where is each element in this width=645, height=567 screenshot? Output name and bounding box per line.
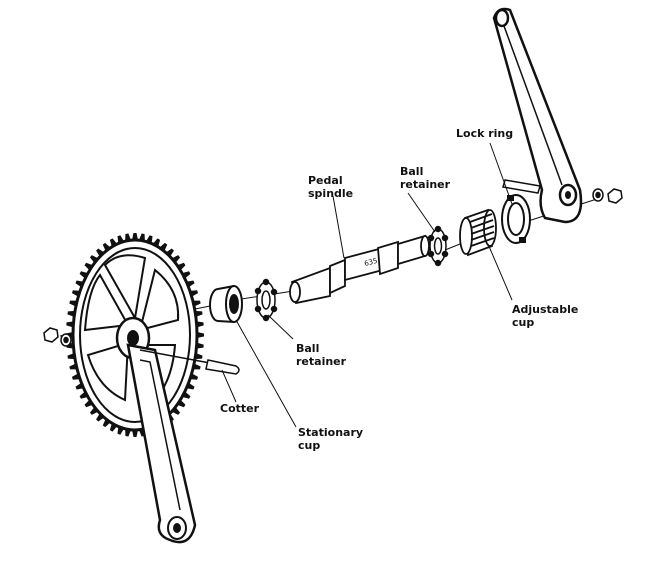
left-nut [43,327,72,347]
label-pedal-spindle: Pedal spindle [308,174,354,200]
cotter-pin [139,349,240,375]
adjustable-cup [459,208,497,257]
label-stationary-cup: Stationary cup [298,426,364,452]
ball-retainer-bottom [254,278,278,322]
leader-lines [221,142,513,428]
svg-text:635: 635 [363,257,378,268]
chainring-tooth [196,320,204,328]
stationary-cup [209,284,243,324]
left-crank-arm [126,343,197,544]
label-cotter: Cotter [220,402,260,415]
chainring-tooth [196,342,204,350]
chainring-tooth [132,430,138,437]
label-ball-retainer-bottom: Ball retainer [296,342,347,368]
chainring-tooth [132,233,138,240]
chainring-tooth [197,332,204,338]
lock-ring [501,194,531,244]
right-crank-arm [492,7,583,224]
right-nut [592,188,623,204]
chainring-tooth [66,320,74,328]
pedal-spindle: 635 [289,234,430,305]
label-adjustable-cup: Adjustable cup [512,303,579,329]
chainring [66,233,204,437]
ball-retainer-top [427,225,449,267]
label-ball-retainer-top: Ball retainer [400,165,451,191]
label-lock-ring: Lock ring [456,127,514,140]
